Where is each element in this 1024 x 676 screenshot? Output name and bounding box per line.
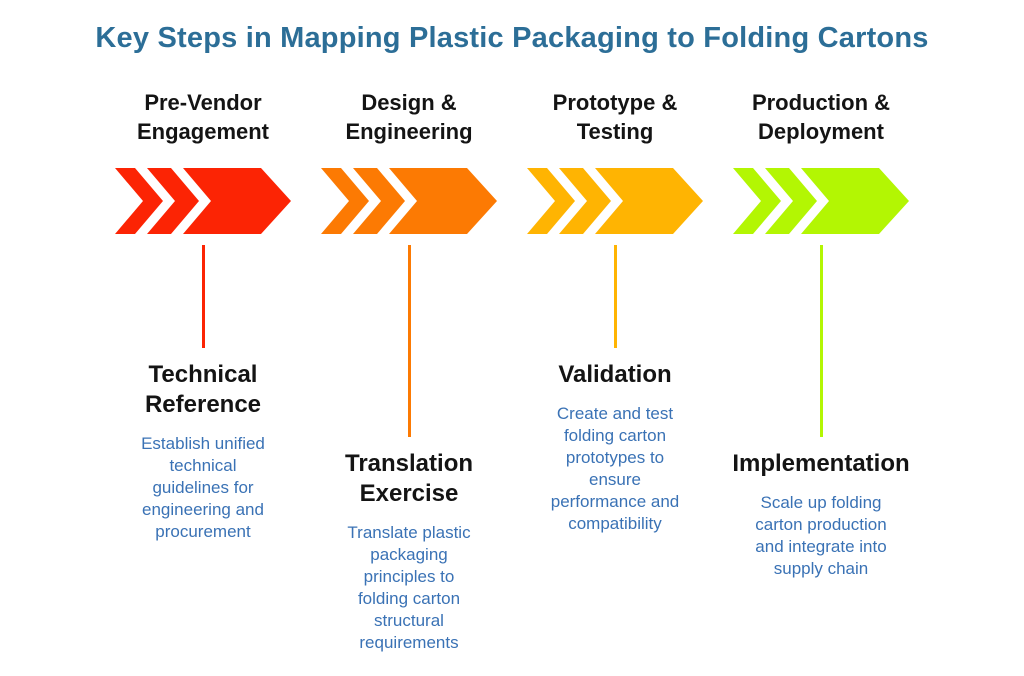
step-header: Design & Engineering [345,90,473,144]
connector-line-fill [819,245,823,437]
step-column-pre-vendor-engagement: Pre-Vendor Engagement Technical Referenc… [100,88,306,654]
step-description: Establish unified technical guidelines f… [141,434,265,541]
chevron-small [733,168,781,234]
chevron-medium [147,168,199,234]
chevron-small [115,168,163,234]
step-header: Pre-Vendor Engagement [136,90,270,144]
steps-row: Pre-Vendor Engagement Technical Referenc… [100,88,924,654]
chevron-medium [765,168,817,234]
step-column-production-deployment: Production & Deployment Implementation S… [718,88,924,654]
step-header: Prototype & Testing [552,90,678,144]
chevron-small [527,168,575,234]
step-subheading: Implementation [732,450,910,477]
connector-line-fill [201,245,205,348]
chevron-medium [559,168,611,234]
page-title: Key Steps in Mapping Plastic Packaging t… [95,22,929,54]
step-column-prototype-testing: Prototype & Testing Validation Create an… [512,88,718,654]
triple-chevron-right-icon [733,168,909,234]
step-description: Translate plastic packaging principles t… [347,523,471,652]
step-subheading: Validation [558,361,672,388]
triple-chevron-right-icon [321,168,497,234]
chevron-large [595,168,703,234]
chevron-medium [353,168,405,234]
step-column-design-engineering: Design & Engineering Translation Exercis… [306,88,512,654]
step-subheading: Translation Exercise [344,450,474,507]
chevron-small [321,168,369,234]
triple-chevron-right-icon [527,168,703,234]
connector-line-fill [407,245,411,437]
step-description: Scale up folding carton production and i… [755,493,887,578]
connector-line [613,245,617,348]
connector-line [201,245,205,348]
triple-chevron-right-icon [115,168,291,234]
step-header: Production & Deployment [751,90,891,144]
chevron-large [183,168,291,234]
connector-line-fill [613,245,617,348]
connector-line [819,245,823,437]
step-description: Create and test folding carton prototype… [550,404,680,533]
connector-line [407,245,411,437]
step-subheading: Technical Reference [144,361,262,418]
chevron-large [389,168,497,234]
chevron-large [801,168,909,234]
